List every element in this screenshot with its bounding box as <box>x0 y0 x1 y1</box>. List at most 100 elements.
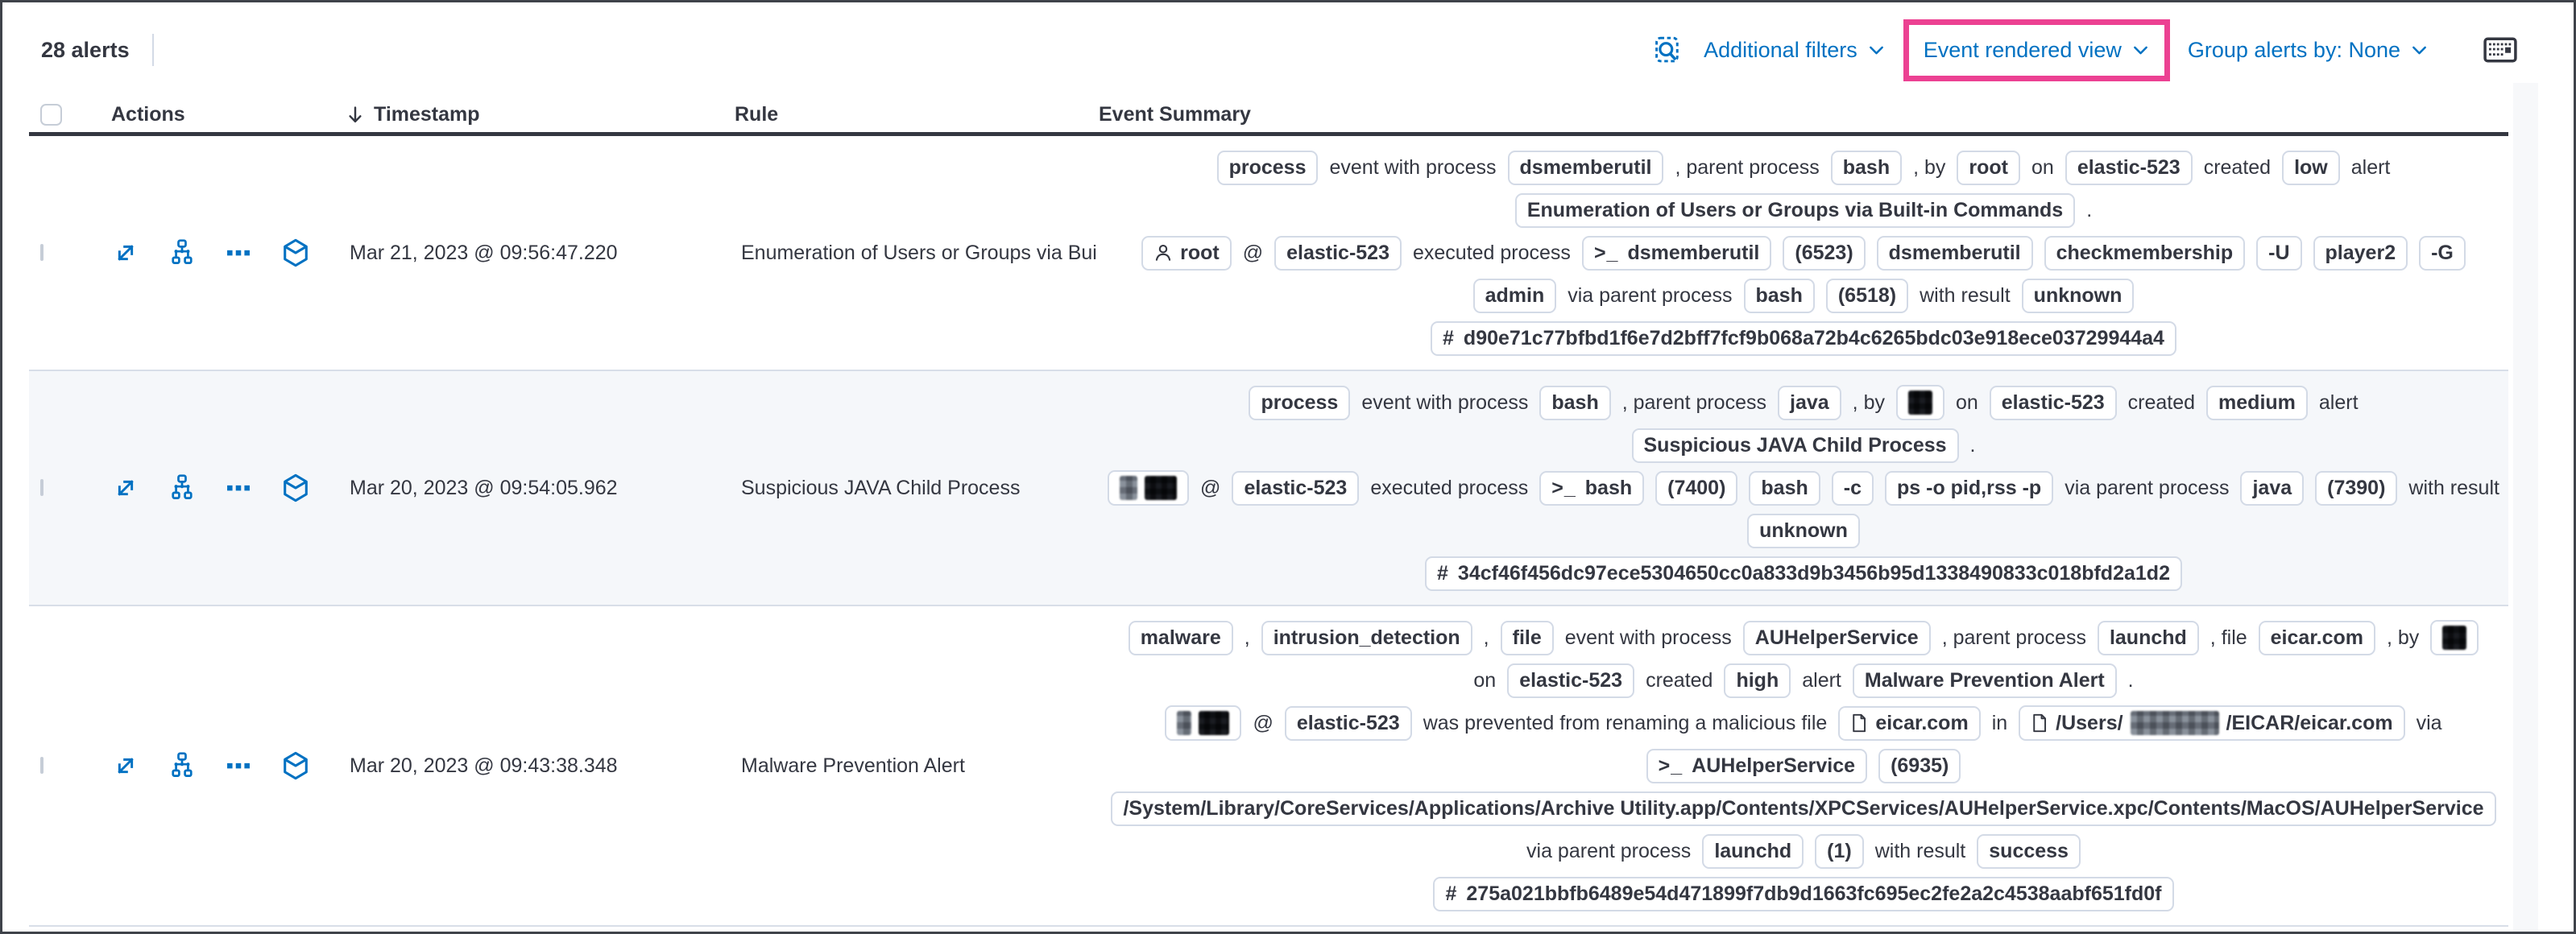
alert-count: 28 alerts <box>41 37 130 62</box>
keyboard-shortcuts-button[interactable] <box>2477 36 2524 64</box>
summary-badge: player2 <box>2313 235 2408 271</box>
summary-badge: root <box>1141 235 1232 271</box>
summary-badge: unknown <box>1747 513 1860 548</box>
row-timestamp: Mar 21, 2023 @ 09:56:47.220 <box>350 241 618 264</box>
analyze-event-icon[interactable] <box>168 751 197 780</box>
sort-descending-icon <box>343 103 367 127</box>
summary-text: , <box>1483 626 1489 649</box>
summary-badge: high <box>1724 663 1791 698</box>
header-actions: Actions <box>111 103 185 126</box>
chevron-down-icon <box>2410 41 2429 60</box>
annotation-highlight-box: Event rendered view <box>1903 19 2170 81</box>
summary-badge: >_AUHelperService <box>1646 748 1868 783</box>
summary-badge: (7400) <box>1655 470 1738 506</box>
summary-text: , by <box>1852 391 1885 414</box>
summary-badge: root <box>1957 150 2020 185</box>
summary-badge: bash <box>1539 385 1611 420</box>
summary-text: , parent process <box>1675 155 1820 179</box>
view-selector-button[interactable]: Event rendered view <box>1924 38 2150 63</box>
summary-badge: java <box>2240 470 2305 506</box>
summary-text: with result <box>1920 283 2011 307</box>
group-alerts-by-label: Group alerts by: None <box>2187 37 2400 62</box>
summary-line: #275a021bbfb6489e54d471899f7db9d1663fc69… <box>1427 874 2179 913</box>
summary-badge: checkmembership <box>2044 235 2246 271</box>
session-view-icon[interactable] <box>280 473 311 503</box>
summary-text: created <box>1646 668 1713 692</box>
select-all-checkbox[interactable] <box>40 104 62 126</box>
summary-badge: >_dsmemberutil <box>1581 235 1772 271</box>
redacted-text <box>1145 476 1178 500</box>
summary-text: on <box>2031 155 2054 179</box>
group-alerts-by-button[interactable]: Group alerts by: None <box>2180 38 2437 63</box>
row-checkbox[interactable] <box>40 479 43 496</box>
summary-text: executed process <box>1412 241 1571 264</box>
summary-text: , parent process <box>1941 626 2086 649</box>
row-rule: Malware Prevention Alert <box>741 754 965 777</box>
additional-filters-label: Additional filters <box>1704 37 1857 62</box>
summary-badge: bash <box>1830 150 1903 185</box>
row-actions <box>92 473 343 503</box>
summary-text: created <box>2127 391 2196 414</box>
summary-badge <box>1165 705 1242 741</box>
summary-text: alert <box>2350 155 2391 179</box>
summary-badge: file <box>1500 620 1554 655</box>
session-view-icon[interactable] <box>280 238 311 268</box>
summary-badge <box>2430 620 2479 655</box>
vertical-scrollbar[interactable] <box>2513 83 2538 932</box>
alert-row: Mar 21, 2023 @ 09:56:47.220 Enumeration … <box>29 136 2508 371</box>
row-checkbox[interactable] <box>40 757 43 774</box>
redacted-text <box>2442 626 2467 650</box>
summary-badge: process <box>1249 385 1351 420</box>
summary-badge: (6523) <box>1783 235 1866 271</box>
expand-alert-icon[interactable] <box>111 238 140 267</box>
summary-text: , <box>1244 626 1250 649</box>
more-actions-icon[interactable] <box>224 473 253 502</box>
redacted-text <box>1120 476 1138 500</box>
summary-badge: elastic-523 <box>1507 663 1635 698</box>
chevron-down-icon <box>2131 41 2150 60</box>
analyze-event-icon[interactable] <box>168 473 197 502</box>
utility-bar: 28 alerts Additional filters Event rende… <box>2 2 2574 97</box>
summary-badge: Suspicious JAVA Child Process <box>1631 428 1959 463</box>
summary-badge: Enumeration of Users or Groups via Built… <box>1514 192 2076 228</box>
summary-badge: -U <box>2256 235 2302 271</box>
summary-badge: medium <box>2206 385 2308 420</box>
summary-text: with result <box>1874 839 1966 862</box>
alert-row: Mar 20, 2023 @ 09:54:05.962 Suspicious J… <box>29 371 2508 606</box>
expand-alert-icon[interactable] <box>111 751 140 780</box>
terminal-icon: >_ <box>1658 754 1684 777</box>
session-view-icon[interactable] <box>280 750 311 781</box>
summary-badge: launchd <box>2097 620 2199 655</box>
hash-badge: #275a021bbfb6489e54d471899f7db9d1663fc69… <box>1433 876 2174 911</box>
analyze-event-icon[interactable] <box>168 238 197 267</box>
summary-text: event with process <box>1361 391 1529 414</box>
inspect-button[interactable] <box>1647 35 1689 64</box>
hash-icon: # <box>1443 326 1455 349</box>
summary-badge: admin <box>1472 278 1557 313</box>
summary-text: , by <box>1913 155 1946 179</box>
view-selector-label: Event rendered view <box>1923 37 2122 62</box>
summary-line: unknown <box>1741 511 1866 550</box>
expand-alert-icon[interactable] <box>111 473 140 502</box>
summary-text: alert <box>2318 391 2359 414</box>
summary-badge: (6518) <box>1825 278 1909 313</box>
summary-badge: (7390) <box>2315 470 2398 506</box>
chevron-down-icon <box>1867 41 1886 60</box>
summary-badge: -c <box>1831 470 1874 506</box>
summary-text: on <box>1955 391 1978 414</box>
more-actions-icon[interactable] <box>224 238 253 267</box>
more-actions-icon[interactable] <box>224 751 253 780</box>
header-timestamp[interactable]: Timestamp <box>343 103 735 127</box>
summary-text: via parent process <box>2065 476 2230 499</box>
summary-badge: >_bash <box>1539 470 1645 506</box>
summary-text: . <box>2086 198 2093 221</box>
row-checkbox[interactable] <box>40 244 43 261</box>
summary-badge: eicar.com <box>2258 620 2376 655</box>
additional-filters-button[interactable]: Additional filters <box>1696 38 1894 63</box>
row-rule: Suspicious JAVA Child Process <box>741 476 1021 499</box>
summary-badge: dsmemberutil <box>1507 150 1664 185</box>
keyboard-icon <box>2483 36 2517 64</box>
redacted-text <box>1907 391 1932 415</box>
